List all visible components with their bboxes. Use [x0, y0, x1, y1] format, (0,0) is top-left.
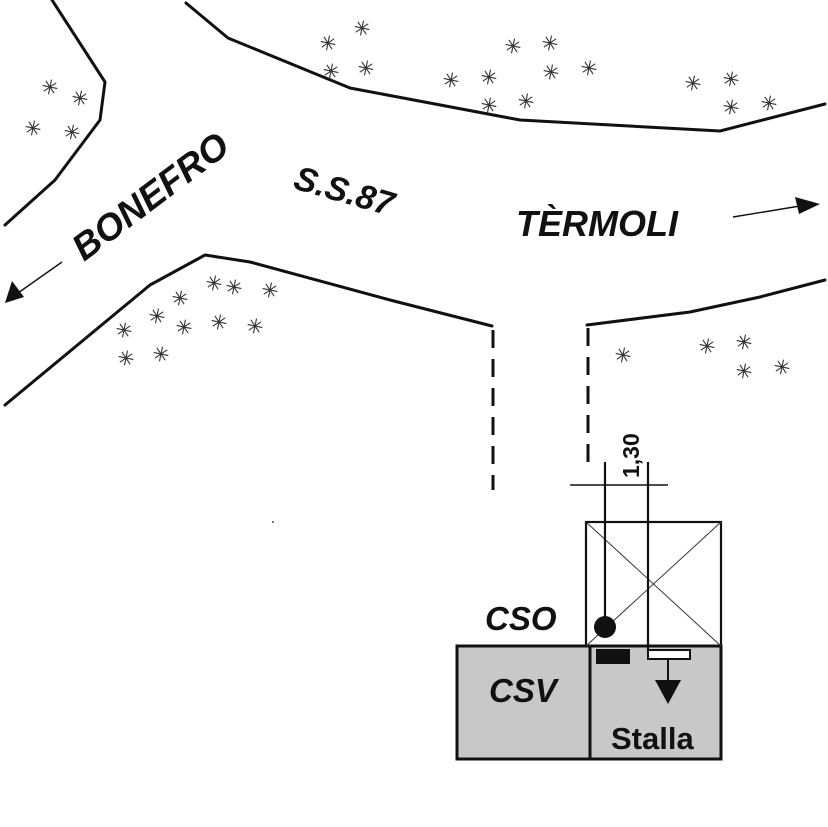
stalla-label: Stalla: [611, 721, 694, 756]
asterisk-shrub-icon: [118, 350, 134, 366]
asterisk-shrub-icon: [481, 97, 497, 113]
arrow-icon-into-stalla: [655, 659, 681, 704]
asterisk-shrub-icon: [206, 275, 222, 291]
asterisk-shrub-icon: [247, 318, 263, 334]
asterisk-shrub-icon: [542, 35, 558, 51]
road-number-label: S.S.87: [290, 159, 401, 224]
asterisk-shrub-icon: [736, 363, 752, 379]
cso-label: CSO: [485, 600, 557, 637]
arrow-icon-to-bonefro: [5, 261, 63, 303]
asterisk-shrub-icon: [358, 60, 374, 76]
asterisk-shrub-icon: [761, 95, 777, 111]
asterisk-shrub-icon: [723, 71, 739, 87]
asterisk-shrub-icon: [723, 99, 739, 115]
asterisk-shrub-icon: [615, 347, 631, 363]
asterisk-shrub-icon: [172, 290, 188, 306]
arrow-icon-to-termoli: [732, 197, 820, 218]
road-edge-bottom-left: [3, 253, 494, 407]
filled-dot-icon-cso: [594, 616, 616, 638]
asterisk-shrub-icon: [736, 334, 752, 350]
asterisk-shrub-icon: [72, 90, 88, 106]
csv-label: CSV: [489, 672, 560, 709]
distance-label: 1,30: [618, 433, 644, 478]
bonefro-label: BONEFRO: [64, 124, 237, 268]
asterisk-shrub-icon: [211, 314, 227, 330]
asterisk-shrub-icon: [323, 63, 339, 79]
road-edge-bottom-right: [585, 278, 827, 327]
asterisk-shrub-icon: [262, 282, 278, 298]
asterisk-shrub-icon: [42, 79, 58, 95]
asterisk-shrub-icon: [226, 279, 242, 295]
asterisk-shrub-icon: [320, 35, 336, 51]
asterisk-shrub-icon: [543, 64, 559, 80]
asterisk-shrub-icon: [149, 308, 165, 324]
asterisk-shrub-icon: [25, 120, 41, 136]
asterisk-shrub-icon: [116, 322, 132, 338]
asterisk-shrub-icon: [176, 319, 192, 335]
asterisk-shrub-icon: [443, 72, 459, 88]
termoli-label: TÈRMOLI: [516, 203, 679, 244]
asterisk-shrub-icon: [64, 124, 80, 140]
asterisk-shrub-icon: [153, 346, 169, 362]
asterisk-shrub-icon: [699, 338, 715, 354]
asterisk-shrub-icon: [685, 75, 701, 91]
cso-connection-block: [596, 649, 630, 664]
asterisk-shrub-icon: [354, 20, 370, 36]
asterisk-shrub-icon: [481, 69, 497, 85]
asterisk-shrub-icon: [505, 38, 521, 54]
vegetation-group: [25, 20, 790, 379]
speck: [272, 521, 274, 523]
asterisk-shrub-icon: [581, 60, 597, 76]
road-edge-top-right: [184, 1, 827, 133]
asterisk-shrub-icon: [518, 93, 534, 109]
stalla-connection-box: [647, 649, 691, 660]
road-edge-top-left: [3, 0, 107, 227]
asterisk-shrub-icon: [774, 359, 790, 375]
